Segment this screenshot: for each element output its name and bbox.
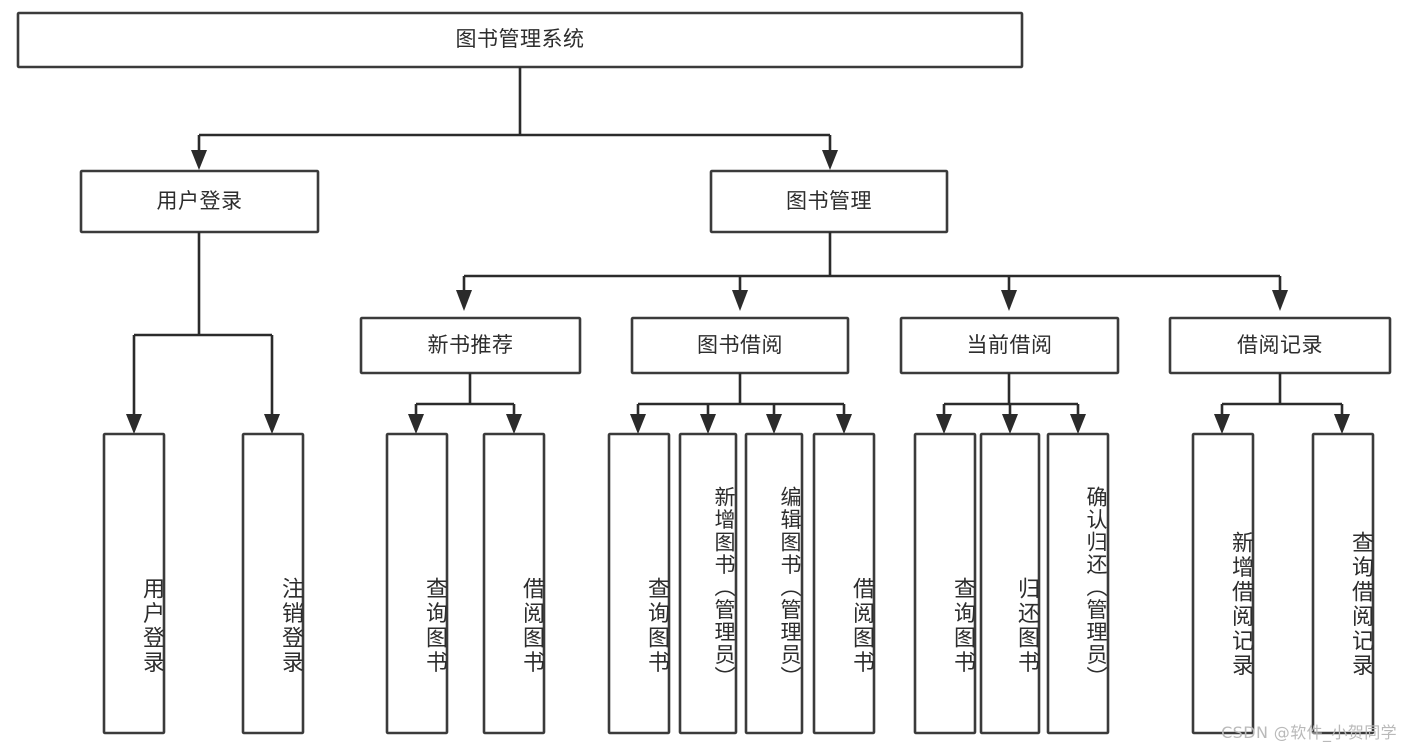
node-box-leaf-logout[interactable] (241, 432, 305, 735)
node-box-leaf-query-record[interactable] (1311, 432, 1375, 735)
arrowhead-book-borrow-to-leaf-3 (766, 414, 782, 434)
watermark-text: CSDN @软件_小贺同学 (1221, 723, 1397, 742)
arrowhead-book-borrow-to-leaf-2 (700, 414, 716, 434)
arrowhead-user-login-to-leaf-2 (264, 414, 280, 434)
node-box-leaf-query-book-b[interactable] (607, 432, 671, 735)
node-box-book-management[interactable] (709, 169, 949, 234)
node-box-borrow-record[interactable] (1168, 316, 1392, 375)
arrowhead-book-mgmt-to-borrow-record (1272, 290, 1288, 311)
arrowhead-current-borrow-to-leaf-3 (1070, 414, 1086, 434)
arrowhead-book-mgmt-to-new-book (456, 290, 472, 311)
arrowhead-book-borrow-to-leaf-4 (836, 414, 852, 434)
arrowhead-current-borrow-to-leaf-1 (936, 414, 952, 434)
arrowhead-book-mgmt-to-book-borrow (732, 290, 748, 311)
node-box-leaf-borrow-book-b[interactable] (812, 432, 876, 735)
arrowhead-new-book-to-leaf-1 (408, 414, 424, 434)
arrowhead-book-mgmt-to-current-borrow (1001, 290, 1017, 311)
node-box-leaf-borrow-book-a[interactable] (482, 432, 546, 735)
node-box-new-book-recommend[interactable] (359, 316, 582, 375)
arrowhead-book-borrow-to-leaf-1 (630, 414, 646, 434)
arrowhead-root-to-user-login (191, 150, 207, 170)
arrowhead-user-login-to-leaf-1 (126, 414, 142, 434)
node-box-leaf-return-book[interactable] (979, 432, 1041, 735)
node-box-root[interactable] (16, 11, 1024, 69)
node-box-leaf-add-record[interactable] (1191, 432, 1255, 735)
arrowhead-new-book-to-leaf-2 (506, 414, 522, 434)
arrowhead-borrow-record-to-leaf-1 (1214, 414, 1230, 434)
node-box-book-borrow[interactable] (630, 316, 850, 375)
node-box-leaf-query-book-a[interactable] (385, 432, 449, 735)
node-box-leaf-edit-book[interactable] (744, 432, 804, 735)
arrowhead-borrow-record-to-leaf-2 (1334, 414, 1350, 434)
node-box-leaf-confirm-return[interactable] (1046, 432, 1110, 735)
arrowhead-current-borrow-to-leaf-2 (1002, 414, 1018, 434)
node-box-leaf-user-login[interactable] (102, 432, 166, 735)
node-box-user-login[interactable] (79, 169, 320, 234)
arrowhead-root-to-book-mgmt (822, 150, 838, 170)
node-box-leaf-query-book-c[interactable] (913, 432, 977, 735)
node-box-current-borrow[interactable] (899, 316, 1120, 375)
node-box-leaf-add-book[interactable] (678, 432, 738, 735)
